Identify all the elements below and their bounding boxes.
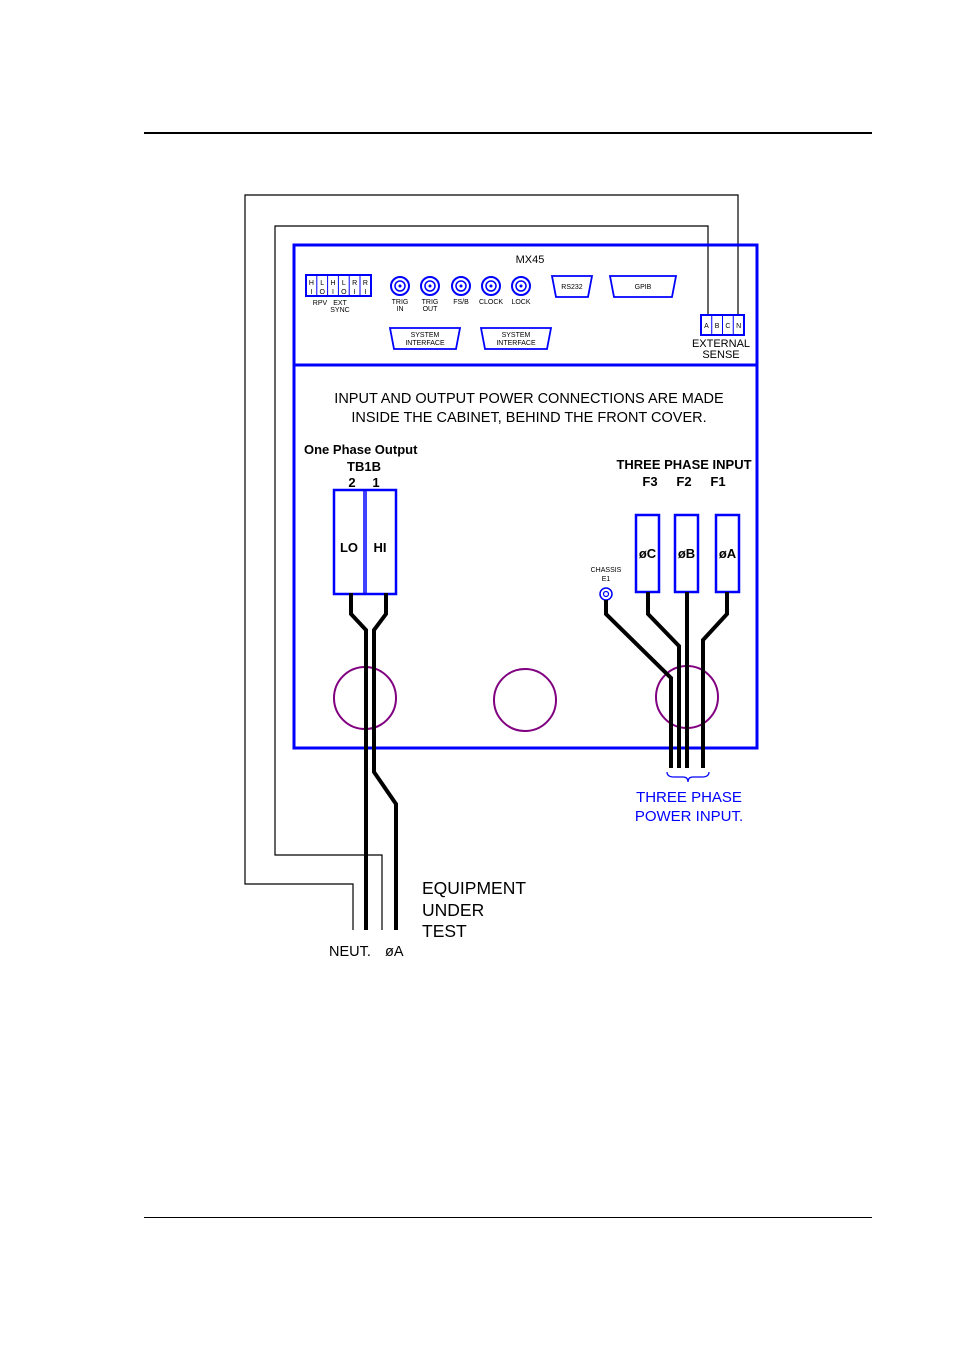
rs232-label: RS232	[561, 284, 583, 291]
chassis-label: CHASSIS	[591, 567, 622, 574]
power-input-caption-2: POWER INPUT.	[635, 808, 743, 825]
output-terminal-hi: HI	[374, 540, 387, 555]
toggle-label-rpv: RPV	[313, 300, 328, 307]
chassis-ground-icon	[599, 587, 613, 601]
input-terminal-phase-a: øA	[719, 546, 737, 561]
output-terminal-number-1: 1	[372, 475, 379, 490]
toggle-letter-top: L	[342, 280, 346, 287]
bnc-label-lock: LOCK	[511, 299, 530, 306]
eut-phase-label: øA	[385, 944, 404, 960]
output-block-label: TB1B	[347, 459, 381, 474]
system-interface-label: SYSTEM	[411, 332, 440, 339]
sense-terminal-c: C	[725, 323, 730, 330]
external-sense-wires	[244, 194, 739, 930]
toggle-letter-top: H	[330, 280, 335, 287]
bnc-connector-icon	[390, 276, 410, 296]
output-wires	[349, 593, 398, 930]
toggle-letter-bottom: O	[319, 289, 325, 296]
bnc-label-fsb: FS/B	[453, 299, 469, 306]
toggle-switch-bank	[305, 274, 372, 297]
output-title: One Phase Output	[304, 442, 418, 457]
toggle-label-sync: SYNC	[330, 307, 349, 314]
toggle-letter-top: H	[309, 280, 314, 287]
bnc-connector-icon	[451, 276, 471, 296]
input-wire-brace	[666, 771, 710, 783]
input-terminal-phase-b: øB	[678, 546, 695, 561]
eut-line-2: UNDER	[422, 900, 484, 920]
chassis-label-e1: E1	[602, 576, 611, 583]
toggle-letter-top: L	[320, 280, 324, 287]
bnc-connector-icon	[420, 276, 440, 296]
rs232-connector: RS232	[550, 275, 594, 298]
input-terminal-number-f3: F3	[642, 474, 657, 489]
toggle-letter-bottom: O	[341, 289, 347, 296]
system-interface-sub: INTERFACE	[496, 340, 536, 347]
bnc-label-trig-out-sub: OUT	[423, 306, 439, 313]
gpib-connector: GPIB	[608, 275, 678, 298]
system-interface-label: SYSTEM	[502, 332, 531, 339]
bnc-connector-icon	[481, 276, 501, 296]
model-label: MX45	[516, 254, 545, 266]
bnc-connectors	[390, 276, 531, 296]
input-terminal-phase-c: øC	[639, 546, 657, 561]
toggle-letter-bottom: I	[332, 289, 334, 296]
system-interface-connector-1: SYSTEM INTERFACE	[388, 327, 462, 350]
eut-line-3: TEST	[422, 921, 467, 941]
external-sense-label: EXTERNAL	[692, 338, 750, 350]
toggle-letters: H L H L R R I O I O I I	[309, 280, 368, 296]
eut-line-1: EQUIPMENT	[422, 878, 526, 898]
external-sense-label-2: SENSE	[702, 349, 739, 361]
sense-terminal-a: A	[704, 323, 709, 330]
header-rule	[144, 132, 872, 134]
toggle-letter-bottom: I	[310, 289, 312, 296]
toggle-letter-top: R	[352, 280, 357, 287]
toggle-letter-top: R	[363, 280, 368, 287]
sense-terminal-b: B	[715, 323, 720, 330]
input-title: THREE PHASE INPUT	[616, 457, 751, 472]
external-sense-terminal-block	[700, 314, 745, 336]
toggle-letter-bottom: I	[354, 289, 356, 296]
notice-line-1: INPUT AND OUTPUT POWER CONNECTIONS ARE M…	[334, 391, 724, 407]
input-terminal-number-f1: F1	[710, 474, 725, 489]
output-terminal-number-2: 2	[348, 475, 355, 490]
system-interface-connector-2: SYSTEM INTERFACE	[479, 327, 553, 350]
toggle-label-ext: EXT	[333, 300, 347, 307]
bnc-label-trig-out: TRIG	[422, 299, 439, 306]
output-terminal-block	[332, 488, 398, 596]
input-wires	[604, 592, 729, 768]
toggle-letter-bottom: I	[364, 289, 366, 296]
bnc-label-trig-in: TRIG	[392, 299, 409, 306]
notice-line-2: INSIDE THE CABINET, BEHIND THE FRONT COV…	[351, 410, 706, 426]
footer-rule	[144, 1217, 872, 1218]
gpib-label: GPIB	[635, 284, 652, 291]
power-input-caption-1: THREE PHASE	[636, 789, 742, 806]
cable-glands	[333, 665, 719, 732]
input-terminal-number-f2: F2	[676, 474, 691, 489]
sense-terminal-n: N	[736, 323, 741, 330]
bnc-label-clock: CLOCK	[479, 299, 503, 306]
eut-neutral-label: NEUT.	[329, 944, 371, 960]
output-terminal-lo: LO	[340, 540, 358, 555]
bnc-label-trig-in-sub: IN	[397, 306, 404, 313]
system-interface-sub: INTERFACE	[405, 340, 445, 347]
device-cabinet	[292, 243, 759, 750]
bnc-connector-icon	[511, 276, 531, 296]
